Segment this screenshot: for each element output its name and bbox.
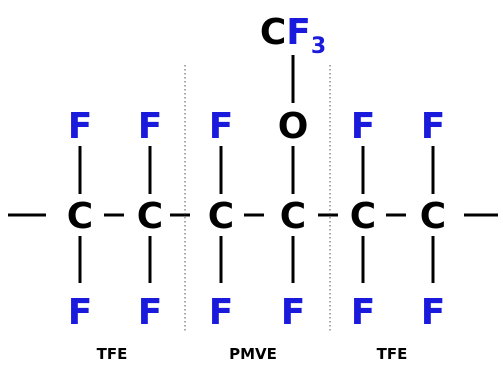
ether-oxygen: O <box>278 106 309 147</box>
fluorine-top-1: F <box>68 106 93 147</box>
cf3-subscript: 3 <box>311 34 326 59</box>
fluorine-top-6: F <box>421 106 446 147</box>
segment-dividers <box>184 65 331 332</box>
cf3-fluorine: F <box>286 12 311 53</box>
fluorine-bottom-3: F <box>209 292 234 333</box>
fluorine-top-3: F <box>209 106 234 147</box>
segment-label-tfe-left: TFE <box>97 345 128 363</box>
carbon-3: C <box>208 196 234 237</box>
cf3-carbon: C <box>260 12 286 53</box>
carbon-2: C <box>137 196 163 237</box>
cf3-group: CF3 <box>260 12 326 59</box>
fluorine-top-5: F <box>351 106 376 147</box>
backbone-carbons: C C C C C C <box>67 196 446 237</box>
fluorine-bottom-6: F <box>421 292 446 333</box>
fluorine-bottom-1: F <box>68 292 93 333</box>
carbon-6: C <box>420 196 446 237</box>
bottom-fluorines: F F F F F F <box>68 292 446 333</box>
vertical-bonds <box>78 55 435 283</box>
fluorine-bottom-5: F <box>351 292 376 333</box>
fluorine-top-2: F <box>138 106 163 147</box>
carbon-4: C <box>280 196 306 237</box>
top-fluorines: F F F F F <box>68 106 446 147</box>
segment-label-tfe-right: TFE <box>377 345 408 363</box>
carbon-1: C <box>67 196 93 237</box>
carbon-5: C <box>350 196 376 237</box>
fluorine-bottom-2: F <box>138 292 163 333</box>
segment-label-pmve: PMVE <box>229 345 277 363</box>
segment-labels: TFE PMVE TFE <box>97 345 408 363</box>
fluorine-bottom-4: F <box>281 292 306 333</box>
